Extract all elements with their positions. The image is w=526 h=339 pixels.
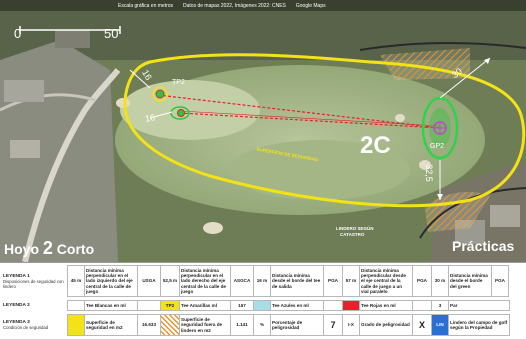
legend-value: 16.633 <box>137 314 161 336</box>
safety-zone-outline <box>123 53 526 208</box>
legend-par-label: Par <box>448 300 510 311</box>
legend-par-value: 3 <box>431 300 449 311</box>
arrow-head <box>437 194 443 200</box>
legend-value: 52,5 m <box>160 265 180 297</box>
building <box>55 30 90 48</box>
hole-suffix: Corto <box>56 241 95 257</box>
section-label: Prácticas <box>452 238 515 254</box>
legend-tee-label: Tee Rojas en ml <box>359 300 413 311</box>
map-graphics <box>0 0 526 262</box>
legend-desc: Grado de peligrosidad <box>359 314 413 336</box>
dimension-line <box>149 111 173 119</box>
legend-desc: Distancia mínima perpendicular en el lad… <box>179 265 231 297</box>
legend-value: 57 m <box>342 265 360 297</box>
arrow-head <box>484 58 490 64</box>
legend-row-2: LEYENDA 2 Tee Blancas en ml TP2 Tee Amar… <box>0 300 526 311</box>
cadastre-label: CATASTRO <box>340 232 365 237</box>
legend-tee-value <box>137 300 161 311</box>
legend-value: 16 m <box>253 265 271 297</box>
building <box>10 140 40 158</box>
scale-label-50: 50 <box>104 26 119 41</box>
bunker <box>203 222 223 234</box>
tee-ring-outer <box>152 86 168 102</box>
legend-desc: Superficie de seguridad en m2 <box>84 314 138 336</box>
legend-value: X <box>412 314 432 336</box>
shot-line <box>157 94 441 129</box>
legend-tee-value: 167 <box>230 300 254 311</box>
legend-desc: Porcentaje de peligrosidad <box>270 314 324 336</box>
map-credits: Escala gráfica en metros Datos de mapas … <box>118 3 326 9</box>
legend-code: PGA <box>323 265 343 297</box>
legend-tee-label: Tee Amarillas ml <box>179 300 231 311</box>
legend-desc: Distancia mínima perpendicular en el lad… <box>84 265 138 297</box>
dimension-line <box>129 69 151 89</box>
bunker <box>419 160 431 170</box>
tee-white-swatch <box>67 300 85 311</box>
safety-surface-swatch <box>67 314 85 336</box>
legend: LEYENDA 1 Disposiciones de seguridad con… <box>0 262 526 339</box>
credit-scale: Escala gráfica en metros <box>118 3 174 9</box>
legend-symbol: I-X <box>342 314 360 336</box>
legend-row-2-head: LEYENDA 2 <box>3 303 30 308</box>
road-secondary <box>0 93 96 112</box>
bunker <box>395 114 405 122</box>
legend-code: PGA <box>491 265 509 297</box>
dimension-line <box>439 57 491 99</box>
legend-value: 1.141 <box>230 314 254 336</box>
legend-value: 7 <box>323 314 343 336</box>
building <box>490 205 520 227</box>
hole-digit: 2 <box>42 238 53 258</box>
scale-label-0: 0 <box>14 26 22 41</box>
fairway-light <box>230 140 410 200</box>
distance-label: 32,5 <box>423 164 434 182</box>
tee-marker[interactable] <box>155 89 165 99</box>
tee-ring-outer <box>170 106 190 120</box>
legend-row-3-head: LEYENDA 3 Condición de seguridad <box>3 320 49 330</box>
tee-marker[interactable] <box>177 109 185 117</box>
legend-desc: Lindero del campo de golf según la Propi… <box>448 314 510 336</box>
tee-label: TP2 <box>172 79 185 86</box>
outside-boundary-swatch <box>160 314 180 336</box>
legend-code: USGA <box>137 265 161 297</box>
building <box>4 80 44 102</box>
legend-tee-value <box>323 300 343 311</box>
area-label: 2C <box>360 132 391 159</box>
tee-yellow-swatch: TP2 <box>160 300 180 311</box>
hole-word: Hoyo <box>4 241 39 257</box>
hole-title: Hoyo 2 Corto <box>4 238 94 259</box>
legend-value: 30 m <box>431 265 449 297</box>
shot-line <box>179 110 441 127</box>
fairway-light <box>120 80 260 140</box>
legend-desc: Distancia mínima desde el borde del tee … <box>270 265 324 297</box>
legend-desc: Distancia mínima desde el borde del gree… <box>448 265 492 297</box>
tee-red-swatch <box>342 300 360 311</box>
road <box>22 68 121 262</box>
legend-symbol: LIN <box>431 314 449 336</box>
legend-tee-label: Tee Azules en ml <box>270 300 324 311</box>
green-label: GP2 <box>430 143 445 150</box>
off-boundary-area <box>425 192 490 232</box>
legend-row-1-head: LEYENDA 1 Disposiciones de seguridad con… <box>3 273 64 289</box>
legend-desc: Superficie de seguridad fuera de lindero… <box>179 314 231 336</box>
legend-tee-label: Tee Blancas en ml <box>84 300 138 311</box>
bunker <box>116 98 130 108</box>
legend-code: PGA <box>412 265 432 297</box>
credit-imagery: Datos de mapas 2022, Imágenes 2022: CNES <box>183 3 286 9</box>
legend-row-3: LEYENDA 3 Condición de seguridad Superfi… <box>0 314 526 336</box>
legend-tee-value <box>412 300 432 311</box>
legend-value: 45 m <box>67 265 85 297</box>
credit-bar <box>0 0 526 11</box>
legend-desc: Distancia mínima perpendicular desde el … <box>359 265 413 297</box>
tee-blue-swatch <box>253 300 271 311</box>
legend-code: ASGCA <box>230 265 254 297</box>
cadastre-label: LINDERO SEGÚN <box>336 226 374 231</box>
distance-label: 16 <box>144 112 156 124</box>
property-boundary <box>359 42 526 51</box>
legend-row-1: LEYENDA 1 Disposiciones de seguridad con… <box>0 265 526 297</box>
legend-symbol: % <box>253 314 271 336</box>
satellite-map[interactable]: Escala gráfica en metros Datos de mapas … <box>0 0 526 262</box>
shot-line <box>179 112 441 129</box>
credit-google[interactable]: Google Maps <box>295 3 326 9</box>
